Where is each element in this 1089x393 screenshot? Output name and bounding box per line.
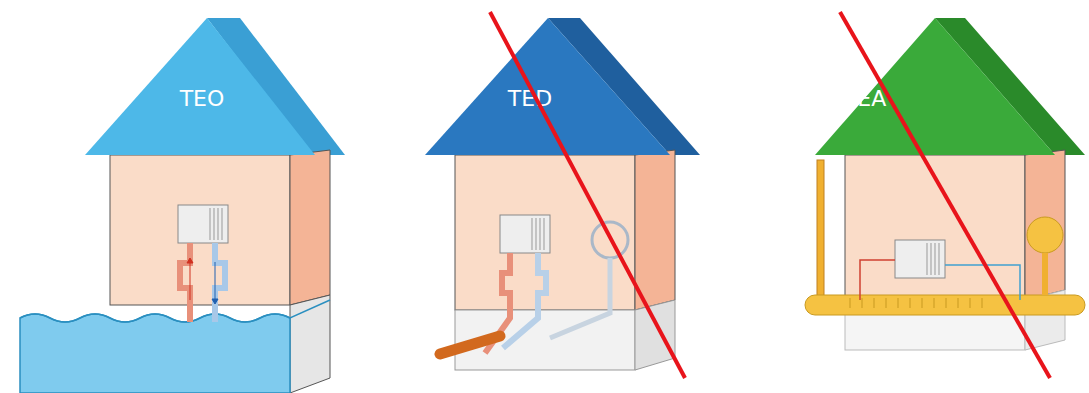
return-line [945,265,1020,300]
exchanger-coil [850,298,982,308]
side-wall [635,150,675,310]
heat-pump-unit [895,240,945,278]
roof-triangle [85,18,315,155]
supply-pipe [180,243,190,322]
heat-pump-unit [500,215,550,253]
flow-arrow [187,258,193,300]
sewer-pipe [440,336,500,354]
water-surface [20,300,330,322]
roof-shape [815,18,1055,155]
house-roof: TEO [85,18,315,155]
house-label: TEO [180,88,225,110]
return-pipe [215,243,225,322]
heat-pump-unit [178,205,228,243]
side-wall [1025,150,1065,300]
water-main [805,295,1085,315]
meter-pipe [550,258,610,338]
unit-fins [927,243,939,275]
water-body [20,314,290,393]
roof-triangle [425,18,670,155]
drain-pipe [1042,253,1048,295]
vertical-pipe [817,160,824,300]
front-wall [110,155,290,305]
house-roof: TED [425,18,670,155]
roof-shape [425,18,670,155]
house-label: TEA [844,88,886,110]
unit-fins [210,208,222,240]
toilet-symbol [1027,217,1063,253]
flow-arrow [212,262,218,304]
strike-line [490,12,685,378]
supply-line [860,260,895,300]
return-pipe [503,253,546,348]
side-wall [290,150,330,305]
strike-line [840,12,1050,378]
roof-shape [85,18,315,155]
house-roof: TEA [815,18,1055,155]
basement-side [635,300,675,370]
unit-fins [532,218,544,250]
roof-triangle [815,18,1055,155]
